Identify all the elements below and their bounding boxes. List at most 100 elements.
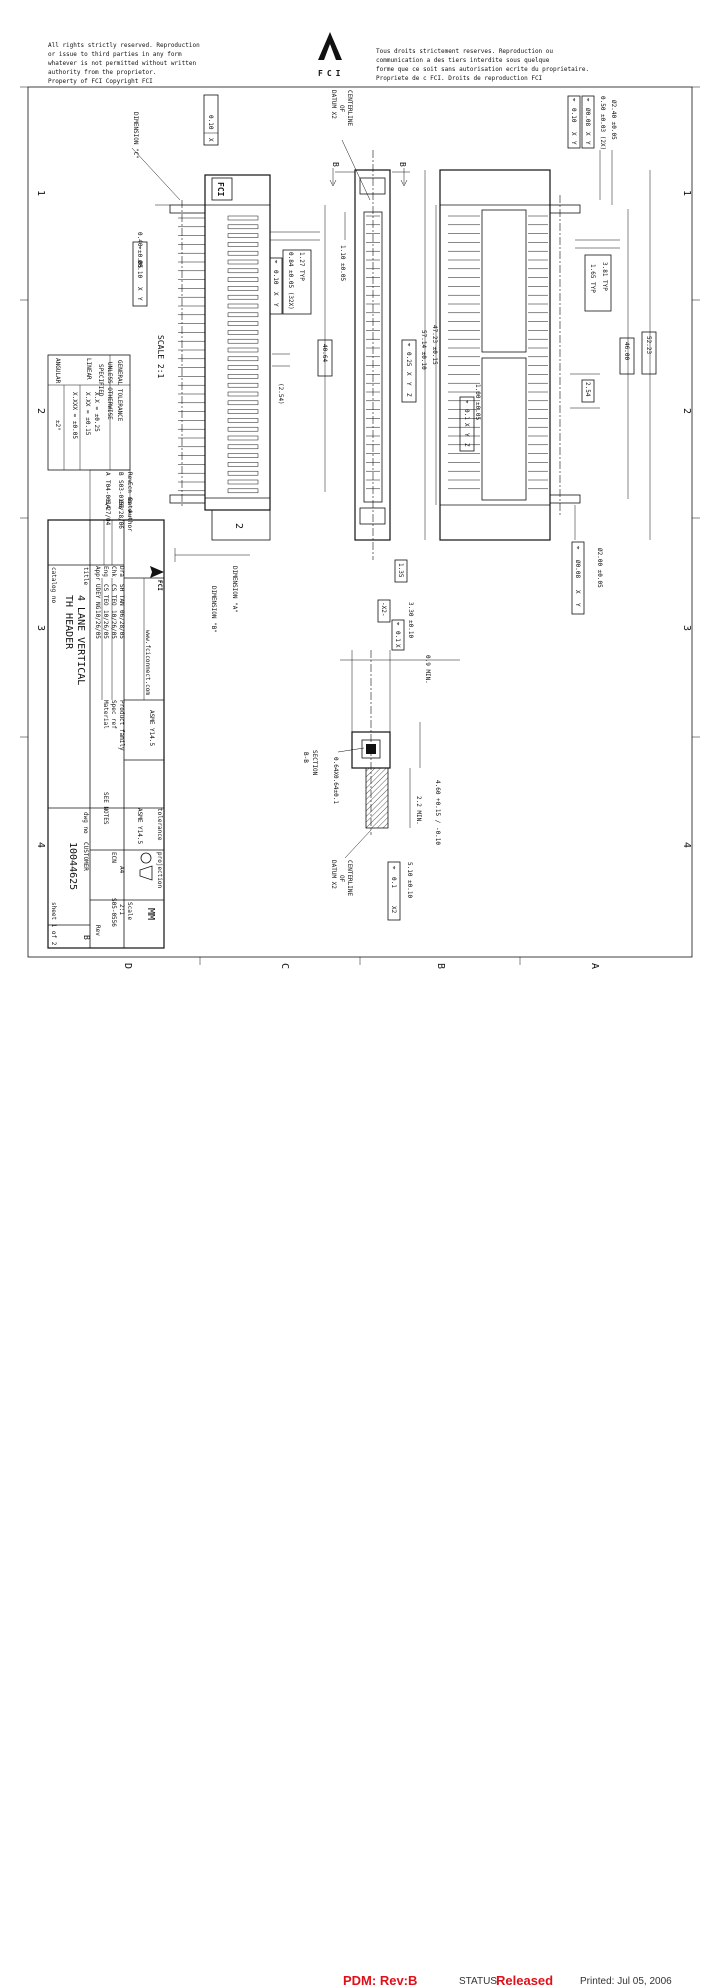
pin-slot: [227, 426, 259, 432]
dim-40-64-box: [317, 339, 333, 377]
svg-text:Y: Y: [574, 603, 581, 607]
pdm-status-bar: PDM: Rev:B STATUS: Released Printed: Jul…: [0, 984, 720, 1988]
copyright-notice-fr: Tous droits strictement reserves. Reprod…: [376, 48, 589, 82]
svg-text:UNLESS OTHERWISE: UNLESS OTHERWISE: [106, 362, 113, 420]
fcf-0-1-x: [391, 619, 405, 651]
svg-text:Z: Z: [463, 443, 470, 447]
svg-text:Chk: Chk: [110, 566, 117, 577]
svg-text:Author: Author: [126, 510, 133, 532]
pin-one-marker: 2: [233, 523, 244, 529]
svg-text:Ecn no: Ecn no: [126, 482, 133, 504]
svg-text:SEE NOTES: SEE NOTES: [102, 792, 109, 825]
svg-text:S03-0158: S03-0158: [117, 480, 124, 509]
svg-text:title: title: [82, 567, 89, 585]
pin-slot: [227, 303, 259, 309]
pin-slot: [227, 435, 259, 441]
status-label: STATUS:: [459, 1976, 500, 1987]
svg-text:LINEAR: LINEAR: [85, 358, 92, 380]
zone-right-1: 1: [681, 190, 692, 196]
svg-text:0.10: 0.10: [272, 270, 279, 285]
svg-text:X: X: [394, 644, 401, 648]
dim-0-50: 0.50 ±0.03 (2X): [599, 96, 606, 150]
svg-text:10/26/05: 10/26/05: [110, 610, 117, 639]
svg-text:10/26/05: 10/26/05: [102, 610, 109, 639]
svg-text:⌖: ⌖: [136, 246, 143, 250]
end-view: B B CENTERLINE OF DATUM X2 1.10 ±0.05 1.…: [329, 90, 414, 651]
svg-text:FCI: FCI: [156, 580, 163, 591]
dim-dia-2-00: Ø2.00 ±0.05: [596, 548, 603, 588]
pdm-revision: PDM: Rev:B: [343, 1973, 418, 1988]
dim-0-9-min: 0.9 MIN.: [424, 655, 431, 684]
dim-1-35: 1.35: [397, 563, 404, 578]
status-value: Released: [496, 1973, 554, 1988]
svg-text:Scale: Scale: [126, 902, 133, 920]
pin-slot: [227, 382, 259, 388]
svg-text:Propriete de c FCI. Droits de: Propriete de c FCI. Droits de reproducti…: [376, 75, 543, 82]
svg-text:SECTION: SECTION: [311, 750, 318, 776]
datum-x2: [377, 599, 391, 623]
pin-slot: [227, 462, 259, 467]
svg-text:A4: A4: [118, 866, 125, 874]
svg-text:⌖: ⌖: [584, 98, 591, 102]
svg-text:⌖: ⌖: [394, 622, 401, 626]
pin-slot: [227, 224, 259, 230]
svg-text:0.1: 0.1: [390, 877, 397, 888]
zone-bottom-b: B: [435, 963, 446, 969]
dim-1-00: 1.00 ±0.05: [474, 384, 481, 421]
pin-slot: [227, 277, 259, 282]
zone-bottom-c: C: [279, 963, 290, 969]
svg-text:Eng: Eng: [102, 566, 109, 577]
pin-slot: [227, 374, 259, 379]
svg-text:6/27/04: 6/27/04: [104, 500, 111, 526]
svg-text:X.XX = ±0.15: X.XX = ±0.15: [84, 392, 91, 436]
fcf-dia-0-08-xy: [581, 95, 595, 149]
svg-text:0.10: 0.10: [207, 115, 214, 130]
dim-5-10: 5.10 ±0.10: [406, 862, 413, 899]
svg-text:Tous droits strictement reserv: Tous droits strictement reserves. Reprod…: [376, 48, 553, 55]
svg-text:A: A: [104, 472, 111, 476]
pin-slot: [227, 488, 259, 494]
pin-slot: [227, 294, 259, 300]
printed-date: Printed: Jul 05, 2006: [580, 1976, 672, 1987]
svg-text:OF: OF: [338, 875, 345, 883]
pin-slot: [227, 409, 259, 414]
svg-text:X: X: [570, 132, 577, 136]
top-view: 57.14 ±0.10 47.23 ±0.15 ⌖ 0.25 X Y Z 1.0…: [401, 95, 657, 615]
svg-text:Ø0.10: Ø0.10: [136, 260, 143, 278]
svg-text:ASME Y14.5: ASME Y14.5: [136, 808, 143, 845]
svg-text:FCI: FCI: [318, 69, 344, 78]
svg-text:forme que ce soit sans autoris: forme que ce soit sans autorisation ecri…: [376, 66, 589, 73]
dim-1-10: 1.10 ±0.05: [339, 245, 346, 282]
svg-text:⌖: ⌖: [574, 546, 581, 550]
zone-markers: 1 2 3 4 1 2 3 4 D C B A: [20, 190, 700, 969]
svg-text:0.10: 0.10: [570, 108, 577, 123]
dim-40-64: 40.64: [321, 344, 328, 362]
svg-text:Y: Y: [136, 297, 143, 301]
pin-slot: [227, 268, 259, 274]
svg-text:CUSTOMER: CUSTOMER: [82, 842, 89, 871]
svg-text:B: B: [117, 472, 124, 476]
svg-text:±2°: ±2°: [54, 420, 61, 431]
pin-slot: [227, 330, 259, 335]
svg-text:projection: projection: [156, 852, 163, 889]
svg-text:Rev: Rev: [126, 472, 133, 483]
svg-text:catalog no: catalog no: [50, 567, 57, 604]
drawing-title-line2: TH HEADER: [63, 595, 74, 650]
section-b-left: B: [331, 162, 340, 167]
svg-text:X: X: [405, 372, 412, 376]
dim-4-60: 4.60 +0.15 / -0.10: [434, 780, 441, 845]
svg-text:dwg no: dwg no: [82, 812, 89, 834]
svg-text:Date: Date: [126, 498, 133, 513]
pin-slot: [227, 400, 259, 406]
pin-slot: [227, 479, 259, 485]
svg-text:Z: Z: [405, 393, 412, 397]
svg-text:ECN: ECN: [110, 852, 117, 863]
zone-left-3: 3: [35, 625, 46, 631]
fcf-0-25-xyz: [401, 339, 417, 403]
svg-text:X: X: [574, 590, 581, 594]
pin-slot: [227, 470, 259, 476]
svg-text:Rev: Rev: [94, 925, 101, 936]
svg-text:2:1: 2:1: [118, 904, 125, 915]
dim-46-00: 46.00: [623, 342, 630, 360]
fcf-0-10-xy-c: [567, 95, 581, 149]
